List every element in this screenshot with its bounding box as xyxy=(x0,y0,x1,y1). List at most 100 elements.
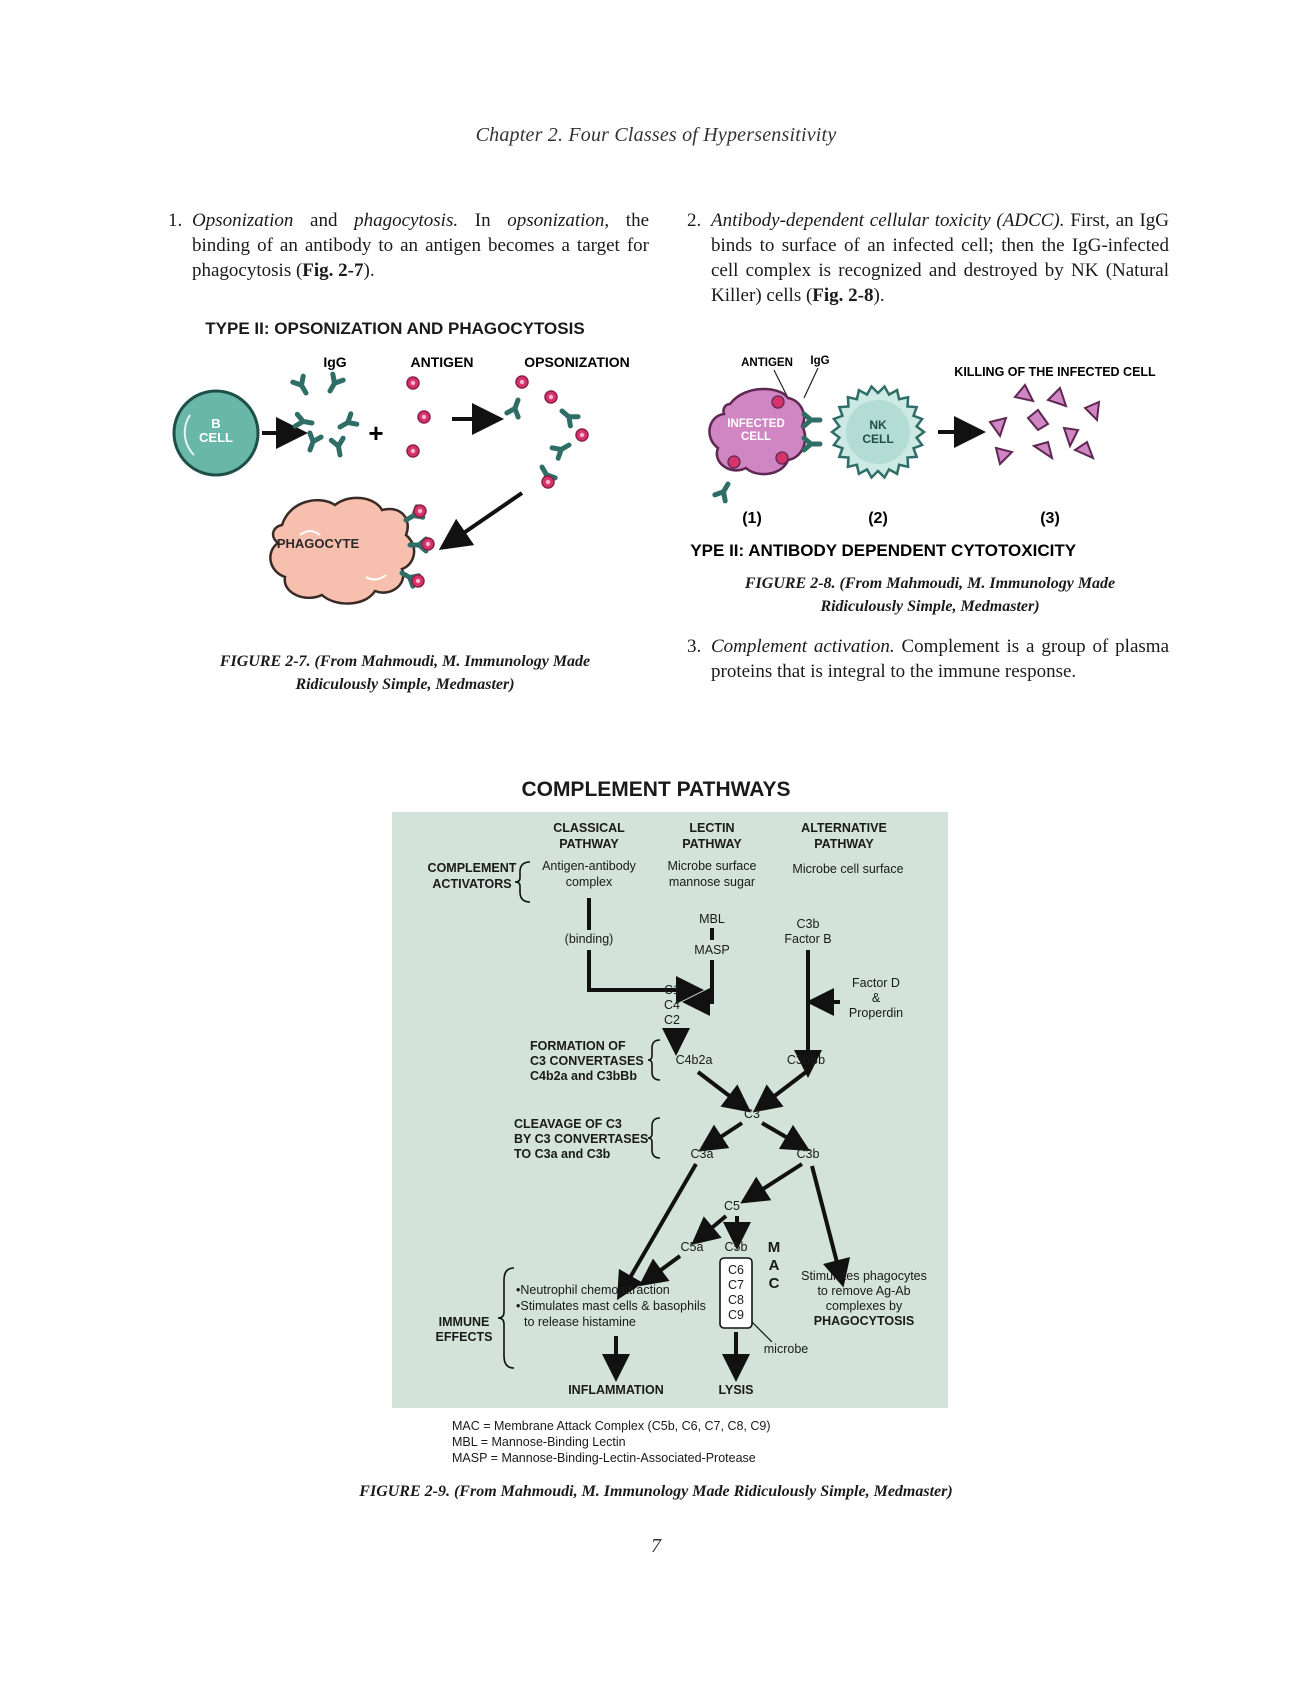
list-number: 2. xyxy=(687,210,702,231)
svg-text:CELL: CELL xyxy=(741,431,771,443)
cell-fragments xyxy=(988,383,1101,466)
svg-text:CELL: CELL xyxy=(199,430,233,445)
c3: C3 xyxy=(744,1107,760,1121)
svg-text:C8: C8 xyxy=(728,1293,744,1307)
svg-text:microbe: microbe xyxy=(764,1342,809,1356)
svg-text:CELL: CELL xyxy=(862,432,893,446)
svg-text:BY C3 CONVERTASES: BY C3 CONVERTASES xyxy=(514,1132,648,1146)
svg-text:Microbe surface: Microbe surface xyxy=(668,859,757,873)
figure-2-7-caption: FIGURE 2-7. (From Mahmoudi, M. Immunolog… xyxy=(219,653,591,693)
c3bbb: C3bBb xyxy=(787,1053,825,1067)
formation-label: FORMATION OF xyxy=(530,1039,626,1053)
svg-text:Properdin: Properdin xyxy=(849,1006,903,1020)
svg-text:PHAGOCYTOSIS: PHAGOCYTOSIS xyxy=(814,1314,914,1328)
step-3: (3) xyxy=(1040,510,1060,527)
svg-text:C: C xyxy=(769,1275,780,1292)
inflammation-label: INFLAMMATION xyxy=(568,1383,664,1397)
figure-2-7-opsonization: TYPE II: OPSONIZATION AND PHAGOCYTOSIS I… xyxy=(172,319,630,605)
paragraph-complement: 3.Complement activation. Complement is a… xyxy=(687,636,1170,682)
svg-text:C4b2a and C3bBb: C4b2a and C3bBb xyxy=(530,1069,637,1083)
svg-text:PHAGOCYTE: PHAGOCYTE xyxy=(277,536,360,551)
label-igg: IgG xyxy=(323,354,346,370)
classical-header: CLASSICAL xyxy=(553,821,625,835)
svg-text:Antigen-antibody: Antigen-antibody xyxy=(542,859,637,873)
immune-effects-label: IMMUNE xyxy=(439,1315,490,1329)
step-1: (1) xyxy=(742,510,762,527)
figure-2-9-complement-pathways: CLASSICAL PATHWAY LECTIN PATHWAY ALTERNA… xyxy=(392,812,948,1408)
figure-reference: Fig. 2-7 xyxy=(302,260,364,281)
figure-reference: Fig. 2-8 xyxy=(812,285,874,306)
c4b2a: C4b2a xyxy=(676,1053,713,1067)
svg-text:complex: complex xyxy=(566,875,613,889)
svg-text:PATHWAY: PATHWAY xyxy=(682,837,742,851)
svg-text:to remove Ag-Ab: to remove Ag-Ab xyxy=(817,1284,910,1298)
svg-text:MBL: MBL xyxy=(699,912,725,926)
svg-text:C6: C6 xyxy=(728,1263,744,1277)
label-antigen: ANTIGEN xyxy=(741,357,793,369)
lysis-label: LYSIS xyxy=(719,1383,754,1397)
svg-text:C3 CONVERTASES: C3 CONVERTASES xyxy=(530,1054,644,1068)
svg-text:Microbe cell surface: Microbe cell surface xyxy=(792,862,903,876)
nk-cell: NK CELL xyxy=(829,384,927,480)
pathway-panel xyxy=(392,812,948,1408)
paragraph-opsonization: 1.Opsonization and phagocytosis. In opso… xyxy=(168,210,649,281)
paragraph-adcc: 2.Antibody-dependent cellular toxicity (… xyxy=(687,210,1170,306)
svg-text:C4: C4 xyxy=(664,998,680,1012)
svg-text:•Stimulates mast cells & basop: •Stimulates mast cells & basophils xyxy=(516,1299,706,1313)
c3b: C3b xyxy=(797,1147,820,1161)
mac-box xyxy=(719,1257,753,1329)
label-opsonization: OPSONIZATION xyxy=(524,354,630,370)
figure-2-7-title: TYPE II: OPSONIZATION AND PHAGOCYTOSIS xyxy=(205,319,584,338)
c5a: C5a xyxy=(681,1240,704,1254)
svg-text:NK: NK xyxy=(869,418,887,432)
svg-text:•Neutrophil chemoattraction: •Neutrophil chemoattraction xyxy=(516,1283,670,1297)
antigen-dots xyxy=(406,376,431,458)
svg-text:INFECTED: INFECTED xyxy=(727,418,785,430)
svg-text:C1: C1 xyxy=(664,983,680,997)
svg-text:&: & xyxy=(872,991,881,1005)
free-antibodies xyxy=(293,374,357,456)
page-number: 7 xyxy=(651,1535,661,1557)
lectin-header: LECTIN xyxy=(689,821,734,835)
svg-text:MASP: MASP xyxy=(694,943,729,957)
b-cell: B CELL xyxy=(172,389,260,477)
alternative-header: ALTERNATIVE xyxy=(801,821,887,835)
svg-text:to release histamine: to release histamine xyxy=(524,1315,636,1329)
svg-text:PATHWAY: PATHWAY xyxy=(814,837,874,851)
opsonized-antigens xyxy=(507,375,589,489)
label-igg: IgG xyxy=(810,355,829,367)
list-number: 3. xyxy=(687,636,702,657)
svg-text:M: M xyxy=(768,1239,781,1256)
figure-2-8-caption: FIGURE 2-8. (From Mahmoudi, M. Immunolog… xyxy=(744,575,1116,615)
figure-2-9-caption: FIGURE 2-9. (From Mahmoudi, M. Immunolog… xyxy=(359,1483,953,1500)
list-number: 1. xyxy=(168,210,183,231)
svg-text:TO C3a and C3b: TO C3a and C3b xyxy=(514,1147,611,1161)
svg-text:Factor D: Factor D xyxy=(852,976,900,990)
svg-text:B: B xyxy=(211,416,220,431)
svg-text:(binding): (binding) xyxy=(565,932,614,946)
phagocyte: PHAGOCYTE xyxy=(269,496,435,605)
figure-2-8-adcc: ANTIGEN IgG KILLING OF THE INFECTED CELL… xyxy=(690,355,1156,560)
label-antigen: ANTIGEN xyxy=(411,354,474,370)
activators-label: COMPLEMENT xyxy=(428,861,517,875)
figure-2-9-title: COMPLEMENT PATHWAYS xyxy=(521,778,791,801)
svg-text:Stimulates phagocytes: Stimulates phagocytes xyxy=(801,1269,927,1283)
plus-sign: + xyxy=(368,418,383,448)
label-killing: KILLING OF THE INFECTED CELL xyxy=(954,365,1156,379)
step-2: (2) xyxy=(868,510,888,527)
figure-2-9-legend: MAC = Membrane Attack Complex (C5b, C6, … xyxy=(452,1419,771,1465)
svg-text:EFFECTS: EFFECTS xyxy=(436,1330,493,1344)
c5: C5 xyxy=(724,1199,740,1213)
svg-text:ACTIVATORS: ACTIVATORS xyxy=(432,877,511,891)
running-header: Chapter 2. Four Classes of Hypersensitiv… xyxy=(475,124,837,146)
infected-cell: INFECTED CELL xyxy=(708,387,807,501)
svg-text:A: A xyxy=(769,1257,780,1274)
svg-text:PATHWAY: PATHWAY xyxy=(559,837,619,851)
svg-text:mannose sugar: mannose sugar xyxy=(669,875,755,889)
svg-text:complexes by: complexes by xyxy=(826,1299,903,1313)
c5b: C5b xyxy=(725,1240,748,1254)
figure-2-8-title: TYPE II: ANTIBODY DEPENDENT CYTOTOXICITY xyxy=(690,541,1077,560)
cleavage-label: CLEAVAGE OF C3 xyxy=(514,1117,622,1131)
svg-text:C3b: C3b xyxy=(797,917,820,931)
svg-text:C7: C7 xyxy=(728,1278,744,1292)
